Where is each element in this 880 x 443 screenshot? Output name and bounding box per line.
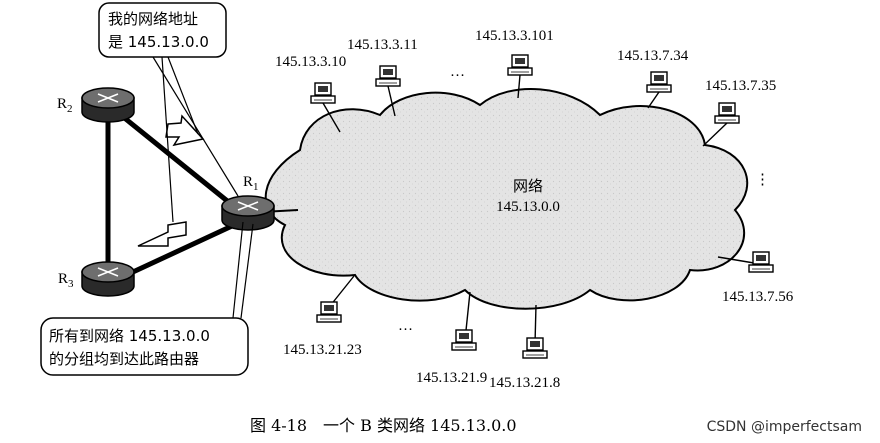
host-145-13-7-56: 145.13.7.56 <box>722 251 794 305</box>
host-label: 145.13.7.34 <box>617 48 689 64</box>
router-arrows-icon <box>237 201 259 211</box>
router-label: R2 <box>57 96 73 115</box>
host-145-13-3-101: 145.13.3.101 <box>475 28 554 76</box>
host-label: 145.13.21.23 <box>283 342 362 358</box>
router-r1: R1 <box>221 174 275 231</box>
router-label: R1 <box>243 174 259 193</box>
computer-icon <box>748 251 774 273</box>
computer-icon <box>507 54 533 76</box>
computer-icon <box>316 301 342 323</box>
host-145-13-7-34: 145.13.7.34 <box>617 48 689 93</box>
host-label: 145.13.7.56 <box>722 289 794 305</box>
callout-top-line2: 是 145.13.0.0 <box>108 33 209 51</box>
router-label: R3 <box>58 271 74 290</box>
computer-icon <box>522 337 548 359</box>
host-label: 145.13.3.10 <box>275 54 346 70</box>
callout-bottom-line1: 所有到网络 145.13.0.0 <box>49 327 210 345</box>
cloud-title: 网络 <box>513 177 543 195</box>
computer-icon <box>646 71 672 93</box>
host-145-13-3-10: 145.13.3.10 <box>275 54 346 104</box>
computer-icon <box>451 329 477 351</box>
router-r3: R3 <box>58 261 135 297</box>
host-label: 145.13.7.35 <box>705 78 776 94</box>
host-label: 145.13.21.8 <box>489 375 560 391</box>
figure-caption: 图 4-18 一个 B 类网络 145.13.0.0 <box>250 416 517 435</box>
ellipsis-bottom: … <box>398 318 413 334</box>
host-145-13-21-23: 145.13.21.23 <box>283 301 362 358</box>
computer-icon <box>310 82 336 104</box>
host-label: 145.13.3.101 <box>475 28 554 44</box>
host-145-13-3-11: 145.13.3.11 <box>347 37 418 87</box>
host-145-13-21-8: 145.13.21.8 <box>489 337 560 391</box>
arrow-to-r2 <box>165 114 205 147</box>
computer-icon <box>714 102 740 124</box>
ellipsis-top: … <box>450 64 465 80</box>
host-label: 145.13.21.9 <box>416 370 487 386</box>
host-145-13-7-35: 145.13.7.35 <box>705 78 776 124</box>
network-cloud: 网络 145.13.0.0 <box>264 88 749 310</box>
advertise-arrows <box>137 114 205 247</box>
vertical-ellipsis: ⋮ <box>755 172 770 188</box>
router-r2: R2 <box>57 87 135 123</box>
router-arrows-icon <box>97 93 119 103</box>
arrow-to-r3 <box>137 221 187 247</box>
callout-top: 我的网络地址 是 145.13.0.0 <box>98 2 239 223</box>
computer-icon <box>375 65 401 87</box>
host-145-13-21-9: 145.13.21.9 <box>416 329 487 386</box>
watermark: CSDN @imperfectsam <box>707 419 862 435</box>
router-arrows-icon <box>97 267 119 277</box>
cloud-network-address: 145.13.0.0 <box>496 199 560 215</box>
callout-bottom-line2: 的分组均到达此路由器 <box>49 350 199 368</box>
router-links <box>105 113 239 281</box>
callout-bottom: 所有到网络 145.13.0.0 的分组均到达此路由器 <box>40 221 254 376</box>
host-label: 145.13.3.11 <box>347 37 418 53</box>
callout-top-line1: 我的网络地址 <box>108 10 198 28</box>
